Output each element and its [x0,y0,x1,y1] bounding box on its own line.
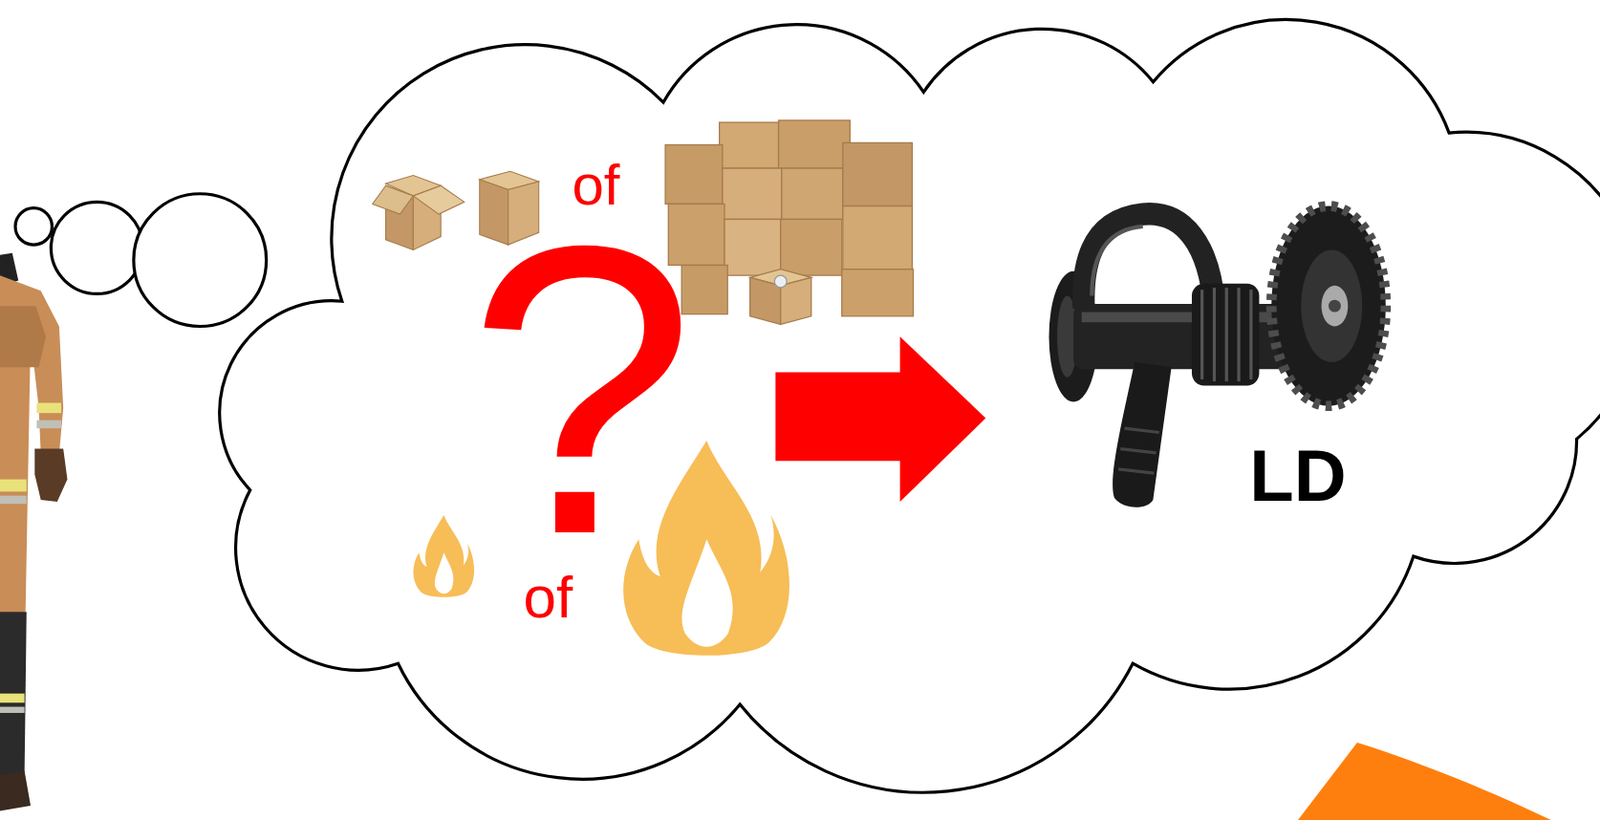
cloud-outline [209,41,1600,820]
thought-cloud: of?ofLD [209,41,1600,820]
thought-bubbles [15,194,267,327]
orange-corner-mark [1297,742,1552,820]
cloud-shape [219,19,1600,793]
connector-word: of [522,567,573,628]
box-pile [665,120,913,325]
red-arrow [775,336,986,502]
question-mark: ? [467,184,696,596]
small-flame [413,515,476,598]
firefighter-figure [0,253,67,812]
nozzle-label: LD [1249,439,1346,513]
